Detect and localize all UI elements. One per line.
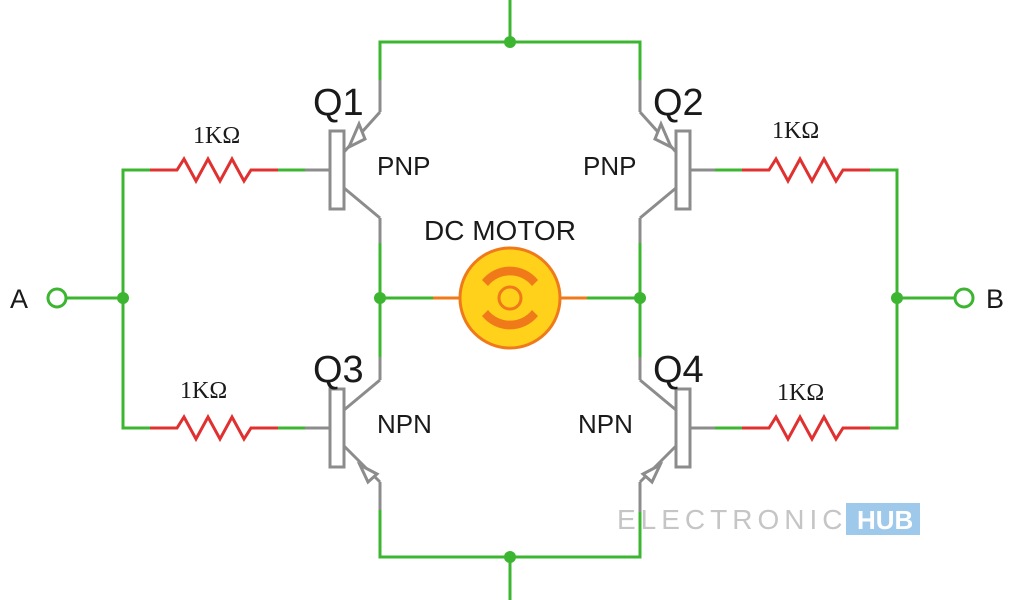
watermark-badge-bg	[846, 503, 920, 535]
junction-top	[504, 36, 516, 48]
label-node-a: A	[10, 284, 28, 314]
transistor-q2[interactable]	[638, 80, 715, 243]
junction-right-mid	[634, 292, 646, 304]
motor-shaft	[497, 285, 523, 311]
label-r2: 1KΩ	[180, 378, 227, 404]
label-q3: Q3	[313, 349, 364, 391]
terminal-a[interactable]	[46, 287, 68, 309]
label-motor: DC MOTOR	[424, 215, 576, 246]
label-q4-type: NPN	[578, 409, 633, 439]
junctions	[117, 36, 903, 563]
motor-brush-top	[482, 266, 538, 286]
label-r3: 1KΩ	[772, 118, 819, 144]
resistor-r2	[150, 413, 278, 443]
junction-bottom	[504, 551, 516, 563]
label-q1-type: PNP	[377, 151, 430, 181]
resistor-r4	[742, 413, 870, 443]
label-q2: Q2	[653, 82, 704, 124]
label-r4: 1KΩ	[777, 380, 824, 406]
resistor-r3	[742, 155, 870, 185]
dc-motor[interactable]	[433, 246, 587, 350]
motor-brush-bottom	[482, 310, 538, 330]
resistor-r1	[150, 155, 278, 185]
resistors	[150, 155, 870, 443]
transistors	[305, 80, 715, 512]
transistor-q4[interactable]	[638, 357, 715, 512]
q2-emitter-arrow	[653, 120, 675, 151]
labels: Q1 Q2 Q3 Q4 PNP PNP NPN NPN 1KΩ 1KΩ 1KΩ …	[10, 82, 1004, 439]
label-node-b: B	[986, 284, 1004, 314]
wire-bottom-rail	[378, 508, 642, 559]
watermark-text: ELECTRONICS	[617, 504, 871, 535]
watermark: ELECTRONICS HUB	[617, 503, 920, 535]
watermark-badge: HUB	[857, 505, 913, 535]
junction-left-mid	[374, 292, 386, 304]
q3-emitter-arrow	[356, 461, 380, 485]
label-q1: Q1	[313, 82, 364, 124]
label-q2-type: PNP	[583, 151, 636, 181]
terminal-b[interactable]	[953, 287, 975, 309]
label-r1: 1KΩ	[193, 123, 240, 149]
transistor-q1[interactable]	[305, 80, 382, 243]
q1-emitter-arrow	[345, 120, 367, 151]
label-q4: Q4	[653, 349, 704, 391]
label-q3-type: NPN	[377, 409, 432, 439]
junction-input-b	[891, 292, 903, 304]
transistor-q3[interactable]	[305, 357, 382, 510]
junction-input-a	[117, 292, 129, 304]
q4-emitter-arrow	[640, 461, 664, 485]
